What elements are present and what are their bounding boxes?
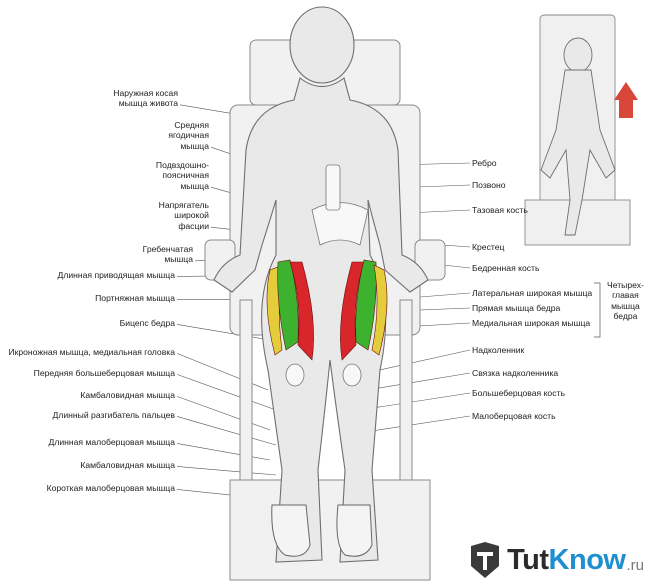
- right-vastus-medialis: [340, 261, 365, 361]
- label-adductor-longus: Длинная приводящая мышца: [57, 270, 175, 280]
- label-spine: Позвоно: [472, 180, 506, 190]
- label-tfl: Напрягатель широкой фасции: [158, 200, 209, 231]
- label-fibula: Малоберцовая кость: [472, 411, 556, 421]
- label-rib: Ребро: [472, 158, 497, 168]
- label-peroneus-longus: Длинная малоберцовая мышца: [48, 437, 176, 447]
- skeleton-hints: [285, 164, 369, 387]
- quadriceps-bracket: [594, 282, 601, 338]
- label-sacrum: Крестец: [472, 242, 505, 252]
- leader-fibula: [364, 415, 471, 433]
- label-vastus-lateralis: Латеральная широкая мышца: [472, 288, 593, 298]
- body-silhouette: [213, 6, 429, 563]
- label-iliopsoas: Подвздошно- поясничная мышца: [155, 160, 209, 191]
- main-figure-illustration: [204, 6, 446, 581]
- label-sartorius: Портняжная мышца: [95, 293, 175, 303]
- left-patella: [285, 363, 305, 387]
- leader-soleus-2: [176, 466, 277, 476]
- label-soleus-1: Камбаловидная мышца: [80, 390, 175, 400]
- brand-text-know: Know: [548, 543, 626, 576]
- leader-peroneus-longus: [176, 443, 271, 461]
- brand-text-domain: .ru: [626, 556, 644, 574]
- label-biceps-femoris: Бицепс бедра: [119, 318, 175, 328]
- leader-tibialis-anterior: [176, 374, 277, 411]
- leader-tibia: [359, 392, 471, 411]
- leader-soleus-1: [176, 396, 271, 431]
- label-peroneus-brevis: Короткая малоберцовая мышца: [46, 483, 175, 493]
- label-patellar-ligament: Связка надколенника: [472, 368, 559, 378]
- label-pelvis: Тазовая кость: [472, 205, 528, 215]
- brand-logo-icon: [471, 542, 500, 578]
- leader-ext-digitorum: [176, 416, 277, 446]
- left-vastus-medialis: [289, 261, 314, 361]
- inset-figure: [524, 14, 631, 246]
- label-patella: Надколенник: [472, 345, 525, 355]
- label-femur: Бедренная кость: [472, 263, 540, 273]
- label-oblique: Наружная косая мышца живота: [113, 88, 178, 109]
- brand-text-tut: Tut: [507, 543, 549, 576]
- up-arrow-icon: [614, 82, 638, 118]
- label-tibia: Большеберцовая кость: [472, 388, 565, 398]
- shoes: [271, 504, 373, 557]
- label-gluteus-medius: Средняя ягодичная мышца: [168, 120, 209, 151]
- label-pectineus: Гребенчатая мышца: [142, 244, 193, 265]
- brand-logo-area: Tut Know .ru: [467, 540, 644, 580]
- label-rectus-femoris: Прямая мышца бедра: [472, 303, 561, 313]
- label-soleus-2: Камбаловидная мышца: [80, 460, 175, 470]
- label-tibialis-anterior: Передняя большеберцовая мышца: [33, 368, 175, 378]
- leader-biceps-femoris: [176, 324, 271, 341]
- right-vastus-lateralis: [371, 264, 388, 356]
- label-gastrocnemius: Икроножная мышца, медиальная головка: [8, 347, 175, 357]
- quadriceps-label: Четырех- главая мышца бедра: [607, 280, 644, 322]
- label-vastus-medialis: Медиальная широкая мышца: [472, 318, 591, 328]
- right-patella: [342, 363, 362, 387]
- label-ext-digitorum: Длинный разгибатель пальцев: [52, 410, 175, 420]
- thigh-muscles: [266, 259, 388, 361]
- leader-gastrocnemius: [176, 353, 269, 391]
- spine-column: [325, 164, 341, 211]
